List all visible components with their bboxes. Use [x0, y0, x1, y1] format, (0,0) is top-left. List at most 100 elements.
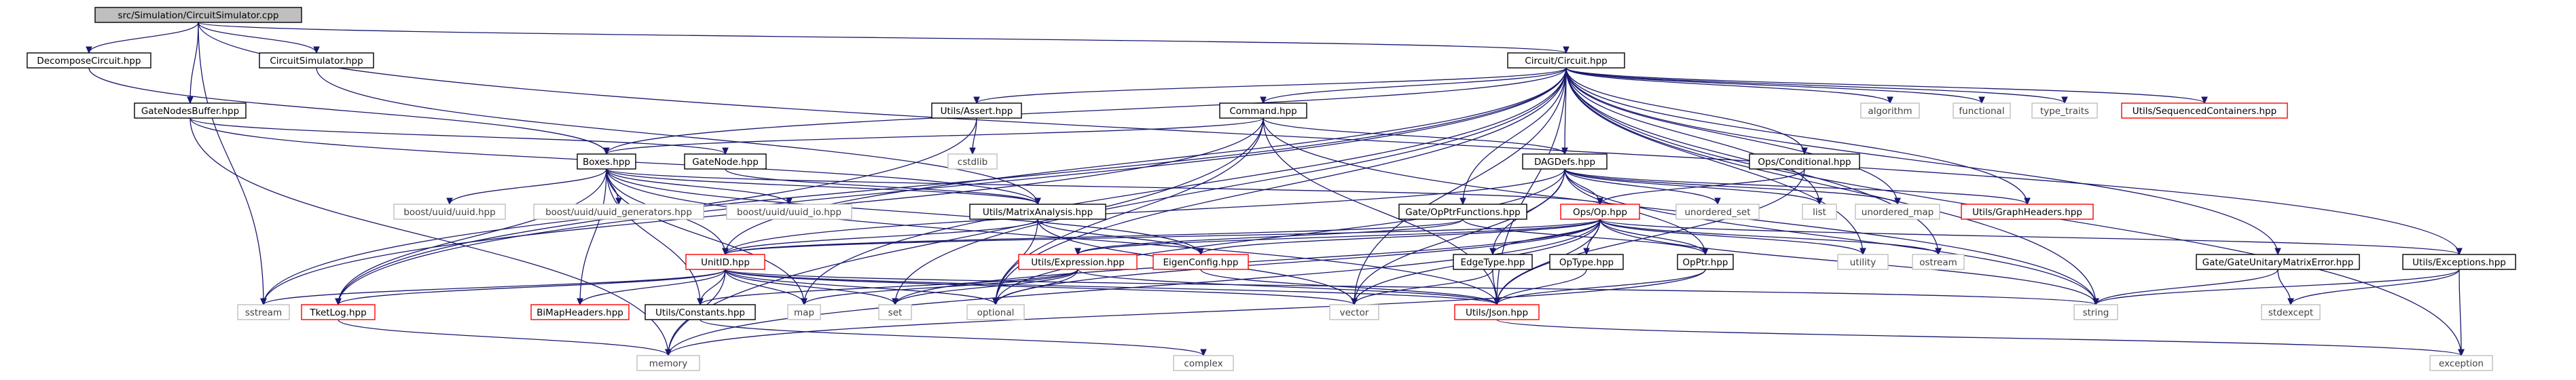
- node-map: map: [787, 304, 821, 320]
- node-opptr-box[interactable]: [1677, 254, 1734, 270]
- node-uuidgen-box: [533, 204, 704, 220]
- node-constants-box[interactable]: [645, 304, 756, 320]
- node-command-label: Command.hpp: [1229, 106, 1296, 117]
- dependency-edge: [725, 218, 1601, 254]
- node-expression[interactable]: Utils/Expression.hpp: [1018, 254, 1138, 270]
- node-opptr[interactable]: OpPtr.hpp: [1677, 254, 1734, 270]
- node-root[interactable]: src/Simulation/CircuitSimulator.cpp: [94, 7, 302, 23]
- edge-circuit-to-opscond: [1565, 67, 1804, 154]
- node-circuit[interactable]: Circuit/Circuit.hpp: [1507, 52, 1625, 69]
- node-seqcont-box[interactable]: [2121, 102, 2288, 119]
- node-boxes[interactable]: Boxes.hpp: [577, 153, 636, 170]
- node-gatenode[interactable]: GateNode.hpp: [684, 153, 767, 170]
- dependency-edge: [725, 269, 1354, 305]
- dependency-edge: [1078, 218, 1464, 254]
- node-functional: functional: [1953, 102, 2011, 119]
- node-exception-label: exception: [2439, 358, 2484, 369]
- node-unitid[interactable]: UnitID.hpp: [685, 254, 765, 270]
- node-graphhead[interactable]: Utils/GraphHeaders.hpp: [1961, 204, 2094, 220]
- node-command[interactable]: Command.hpp: [1219, 102, 1307, 119]
- node-optype[interactable]: OpType.hpp: [1549, 254, 1624, 270]
- node-gateunit[interactable]: Gate/GateUnitaryMatrixError.hpp: [2196, 254, 2360, 270]
- dependency-edge: [725, 168, 1038, 204]
- node-dagdefs-box[interactable]: [1522, 153, 1608, 170]
- node-unitid-box[interactable]: [685, 254, 765, 270]
- node-utility-label: utility: [1850, 257, 1876, 268]
- node-gatenode-box[interactable]: [684, 153, 767, 170]
- node-gateop[interactable]: Gate/OpPtrFunctions.hpp: [1398, 204, 1527, 220]
- edge-unitid-to-string: [725, 269, 2096, 305]
- dependency-edge: [1263, 117, 1497, 305]
- edge-command-to-boxes: [606, 117, 1264, 154]
- node-stdexcept-box: [2261, 304, 2321, 320]
- edge-boxes-to-constants: [606, 168, 700, 305]
- edge-gateunit-to-string: [2096, 269, 2279, 305]
- node-opsop-box[interactable]: [1560, 204, 1640, 220]
- node-json[interactable]: Utils/Json.hpp: [1454, 304, 1540, 320]
- node-exceptions-box[interactable]: [2402, 254, 2516, 270]
- edge-unitid-to-vector: [725, 269, 1354, 305]
- node-circsim[interactable]: CircuitSimulator.hpp: [259, 52, 374, 69]
- dependency-edge: [606, 168, 1038, 204]
- node-gateop-box[interactable]: [1398, 204, 1527, 220]
- edge-gateop-to-expression: [1078, 218, 1464, 254]
- node-circuit-box[interactable]: [1507, 52, 1625, 69]
- node-command-box[interactable]: [1219, 102, 1307, 119]
- node-eigen[interactable]: EigenConfig.hpp: [1153, 254, 1249, 270]
- node-cstdlib: cstdlib: [947, 153, 998, 170]
- node-assert-box[interactable]: [931, 102, 1022, 119]
- node-constants[interactable]: Utils/Constants.hpp: [645, 304, 756, 320]
- dependency-edge: [89, 22, 199, 53]
- dependency-edge: [198, 22, 1566, 53]
- dependency-edge: [1564, 168, 1718, 204]
- edge-root-to-circsim: [198, 22, 316, 53]
- node-dagdefs[interactable]: DAGDefs.hpp: [1522, 153, 1608, 170]
- node-optional-box: [966, 304, 1025, 320]
- node-gatebuf-box[interactable]: [134, 102, 247, 119]
- node-seqcont[interactable]: Utils/SequencedContainers.hpp: [2121, 102, 2288, 119]
- node-assert[interactable]: Utils/Assert.hpp: [931, 102, 1022, 119]
- node-eigen-box[interactable]: [1153, 254, 1249, 270]
- node-circsim-box[interactable]: [259, 52, 374, 69]
- edge-circuit-to-boxes: [606, 67, 1567, 154]
- node-opscond[interactable]: Ops/Conditional.hpp: [1749, 153, 1860, 170]
- node-exceptions[interactable]: Utils/Exceptions.hpp: [2402, 254, 2516, 270]
- node-opsop[interactable]: Ops/Op.hpp: [1560, 204, 1640, 220]
- node-matrix[interactable]: Utils/MatrixAnalysis.hpp: [969, 204, 1106, 220]
- node-matrix-box[interactable]: [969, 204, 1106, 220]
- node-decompose-box[interactable]: [26, 52, 151, 69]
- node-expression-box[interactable]: [1018, 254, 1138, 270]
- node-root-box[interactable]: [94, 7, 302, 23]
- node-edgetype-box[interactable]: [1453, 254, 1533, 270]
- node-gateunit-box[interactable]: [2196, 254, 2360, 270]
- node-opscond-box[interactable]: [1749, 153, 1860, 170]
- node-json-box[interactable]: [1454, 304, 1540, 320]
- node-edgetype[interactable]: EdgeType.hpp: [1453, 254, 1533, 270]
- dependency-edge: [2277, 269, 2291, 305]
- dependency-edge: [338, 67, 1567, 305]
- edge-boxes-to-matrix: [606, 168, 1038, 204]
- node-bimap[interactable]: BiMapHeaders.hpp: [530, 304, 630, 320]
- edge-command-to-dagdefs: [1263, 117, 1565, 154]
- node-optional-label: optional: [977, 307, 1015, 318]
- node-optype-box[interactable]: [1549, 254, 1624, 270]
- node-string: string: [2073, 304, 2118, 320]
- dependency-edge: [1565, 67, 2065, 103]
- node-algorithm: algorithm: [1860, 102, 1920, 119]
- node-uuidio-label: boost/uuid/uuid_io.hpp: [737, 207, 841, 218]
- node-decompose[interactable]: DecomposeCircuit.hpp: [26, 52, 151, 69]
- node-gatebuf[interactable]: GateNodesBuffer.hpp: [134, 102, 247, 119]
- node-tketlog-box[interactable]: [301, 304, 376, 320]
- dependency-edge: [606, 117, 1264, 154]
- dependency-edge: [189, 117, 668, 356]
- node-bimap-box[interactable]: [530, 304, 630, 320]
- node-boxes-box[interactable]: [577, 153, 636, 170]
- node-unordmap: unordered_map: [1855, 204, 1940, 220]
- node-map-box: [787, 304, 821, 320]
- node-graphhead-box[interactable]: [1961, 204, 2094, 220]
- node-optype-label: OpType.hpp: [1559, 257, 1614, 268]
- node-tketlog[interactable]: TketLog.hpp: [301, 304, 376, 320]
- edge-circuit-to-graphhead: [1565, 67, 2027, 204]
- edge-root-to-circuit: [198, 22, 1566, 53]
- node-unordmap-box: [1855, 204, 1940, 220]
